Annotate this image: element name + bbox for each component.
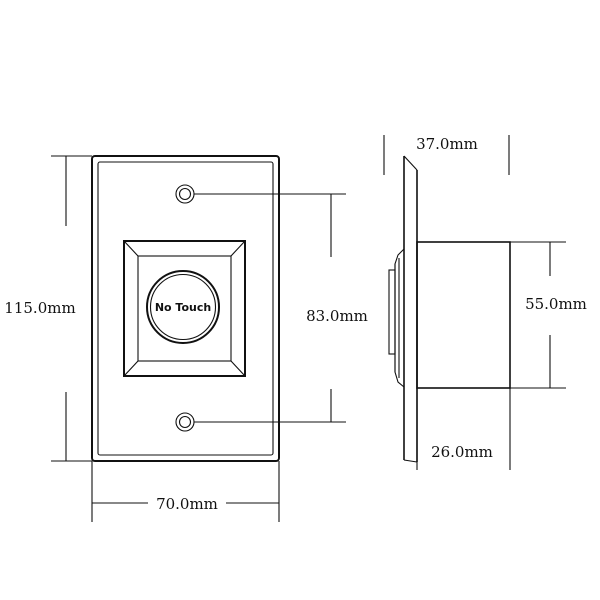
side-view-button	[388, 248, 405, 388]
body-height-label: 55.0mm	[525, 295, 587, 313]
side-view-body	[416, 241, 511, 389]
height-dimension-line	[51, 155, 92, 462]
button-label: No Touch	[155, 301, 211, 314]
side-view-plate	[403, 155, 418, 463]
width-label: 70.0mm	[156, 495, 218, 513]
height-label: 115.0mm	[4, 299, 75, 317]
body-height-dimension-line	[510, 241, 566, 389]
top-mounting-hole	[175, 184, 195, 204]
hole-spacing-dimension-line	[194, 193, 346, 423]
faceplate-front-view	[91, 155, 280, 462]
button-housing	[123, 240, 246, 377]
side-depth-dimension-line	[383, 135, 510, 175]
width-dimension-line	[91, 461, 280, 522]
side-depth-label: 37.0mm	[416, 135, 478, 153]
body-depth-dimension-line	[416, 388, 511, 470]
bottom-mounting-hole	[175, 412, 195, 432]
hole-spacing-label: 83.0mm	[306, 307, 368, 325]
body-depth-label: 26.0mm	[431, 443, 493, 461]
no-touch-button	[146, 270, 220, 344]
